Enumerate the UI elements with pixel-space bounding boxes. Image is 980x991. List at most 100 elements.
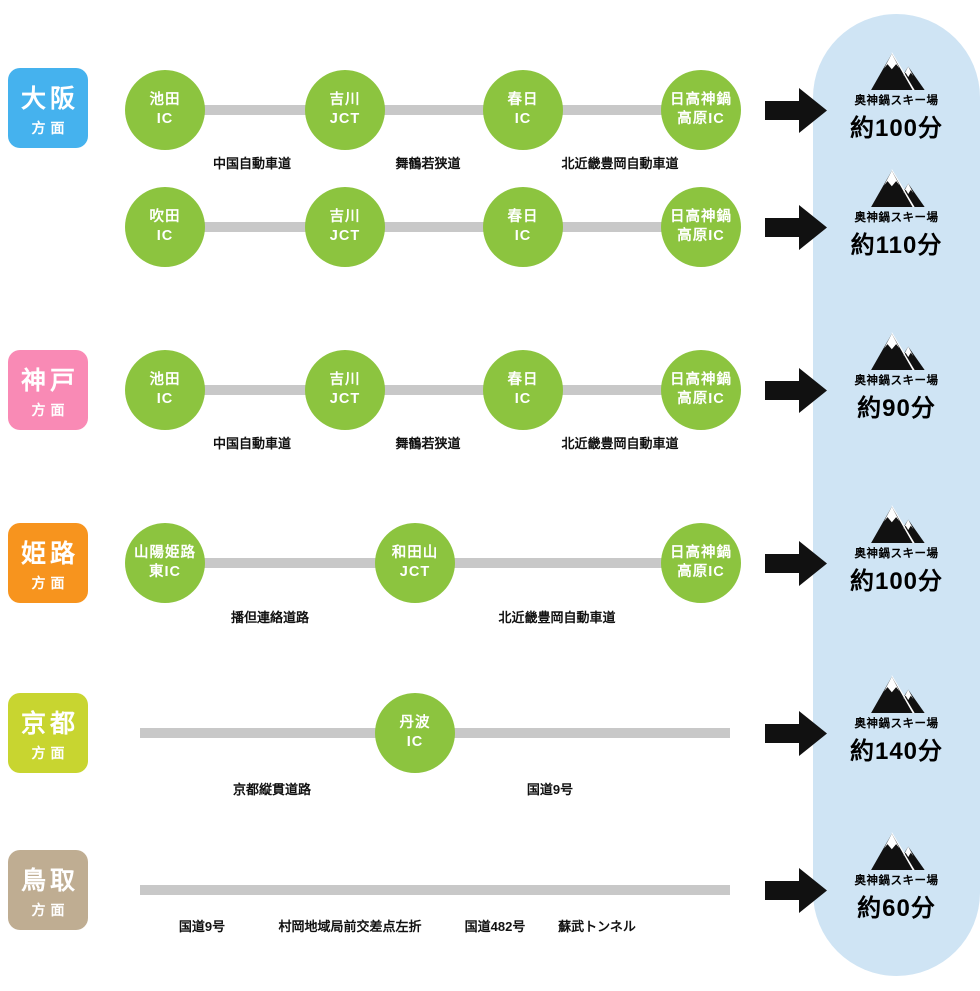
direction-title: 姫路: [20, 539, 79, 568]
mountain-icon: [870, 169, 925, 207]
direction-label-osaka: 大阪 方面: [8, 68, 88, 148]
road-label: 北近畿豊岡自動車道: [561, 156, 679, 171]
stop-circle: 春日 IC: [483, 70, 563, 150]
road-label: 中国自動車道: [212, 436, 292, 451]
destination-block: 奥神鍋スキー場 約100分: [813, 52, 980, 143]
direction-sub: 方面: [31, 901, 70, 918]
road-label: 北近畿豊岡自動車道: [561, 436, 679, 451]
stop-type: 高原IC: [677, 111, 725, 127]
stop-type: 高原IC: [677, 228, 725, 244]
stop-circle: 和田山 JCT: [375, 523, 455, 603]
direction-title: 鳥取: [20, 866, 79, 895]
stop-type: IC: [514, 111, 532, 127]
stop-type: 高原IC: [677, 391, 725, 407]
stop-name: 春日: [507, 92, 539, 109]
resort-name: 奥神鍋スキー場: [854, 375, 939, 387]
direction-title: 神戸: [20, 366, 79, 395]
road-label: 中国自動車道: [212, 156, 292, 171]
stop-type: JCT: [329, 228, 361, 244]
road-label: 国道9号: [178, 919, 226, 934]
destination-block: 奥神鍋スキー場 約110分: [813, 169, 980, 260]
stop-name: 吉川: [329, 372, 361, 389]
stop-name: 丹波: [399, 715, 431, 732]
direction-label-kobe: 神戸 方面: [8, 350, 88, 430]
destination-block: 奥神鍋スキー場 約140分: [813, 675, 980, 766]
road-label: 国道9号: [526, 782, 574, 797]
stop-type: IC: [156, 228, 174, 244]
stop-circle: 日高神鍋 高原IC: [661, 350, 741, 430]
mountain-icon: [870, 52, 925, 90]
stop-name: 春日: [507, 209, 539, 226]
destination-block: 奥神鍋スキー場 約90分: [813, 332, 980, 423]
road-label: 国道482号: [464, 919, 526, 934]
destination-block: 奥神鍋スキー場 約60分: [813, 832, 980, 923]
stop-circle: 吉川 JCT: [305, 187, 385, 267]
resort-name: 奥神鍋スキー場: [854, 95, 939, 107]
stop-name: 和田山: [391, 545, 439, 562]
route-line: [165, 222, 701, 232]
stop-circle: 春日 IC: [483, 187, 563, 267]
stop-circle: 丹波 IC: [375, 693, 455, 773]
stop-type: IC: [156, 391, 174, 407]
stop-circle: 日高神鍋 高原IC: [661, 70, 741, 150]
resort-name: 奥神鍋スキー場: [854, 548, 939, 560]
arrow-right-icon: [765, 868, 827, 913]
arrow-right-icon: [765, 205, 827, 250]
mountain-icon: [870, 832, 925, 870]
destination-block: 奥神鍋スキー場 約100分: [813, 505, 980, 596]
direction-sub: 方面: [31, 744, 70, 761]
resort-name: 奥神鍋スキー場: [854, 875, 939, 887]
travel-time: 約90分: [857, 395, 936, 422]
stop-type: JCT: [329, 111, 361, 127]
stop-name: 山陽姫路: [134, 545, 196, 562]
stop-name: 日高神鍋: [670, 545, 732, 562]
direction-label-kyoto: 京都 方面: [8, 693, 88, 773]
stop-type: 高原IC: [677, 564, 725, 580]
time-panel: [813, 14, 980, 976]
stop-name: 吉川: [329, 92, 361, 109]
travel-time: 約60分: [857, 895, 936, 922]
stop-circle: 池田 IC: [125, 350, 205, 430]
stop-circle: 日高神鍋 高原IC: [661, 523, 741, 603]
road-label: 播但連絡道路: [230, 610, 310, 625]
arrow-right-icon: [765, 541, 827, 586]
stop-circle: 吉川 JCT: [305, 350, 385, 430]
stop-type: JCT: [329, 391, 361, 407]
direction-title: 京都: [20, 709, 79, 738]
stop-name: 日高神鍋: [670, 92, 732, 109]
travel-time: 約110分: [850, 232, 943, 259]
stop-circle: 日高神鍋 高原IC: [661, 187, 741, 267]
stop-circle: 春日 IC: [483, 350, 563, 430]
stop-name: 吹田: [149, 209, 181, 226]
road-label: 蘇武トンネル: [558, 919, 636, 934]
stop-type: 東IC: [149, 564, 181, 580]
stop-name: 池田: [149, 92, 181, 109]
resort-name: 奥神鍋スキー場: [854, 718, 939, 730]
stop-circle: 山陽姫路 東IC: [125, 523, 205, 603]
stop-type: JCT: [399, 564, 431, 580]
stop-name: 日高神鍋: [670, 209, 732, 226]
route-line: [165, 105, 701, 115]
arrow-right-icon: [765, 368, 827, 413]
resort-name: 奥神鍋スキー場: [854, 212, 939, 224]
travel-time: 約100分: [849, 115, 944, 142]
stop-name: 池田: [149, 372, 181, 389]
travel-time: 約100分: [849, 568, 944, 595]
road-label: 京都縦貫道路: [232, 782, 312, 797]
road-label: 舞鶴若狭道: [395, 436, 461, 451]
stop-type: IC: [156, 111, 174, 127]
stop-type: IC: [406, 734, 424, 750]
direction-label-tottori: 鳥取 方面: [8, 850, 88, 930]
stop-type: IC: [514, 391, 532, 407]
stop-circle: 吉川 JCT: [305, 70, 385, 150]
direction-sub: 方面: [31, 574, 70, 591]
stop-type: IC: [514, 228, 532, 244]
road-label: 北近畿豊岡自動車道: [498, 610, 616, 625]
direction-title: 大阪: [20, 84, 79, 113]
direction-sub: 方面: [31, 401, 70, 418]
arrow-right-icon: [765, 88, 827, 133]
route-line: [165, 385, 701, 395]
mountain-icon: [870, 675, 925, 713]
stop-circle: 吹田 IC: [125, 187, 205, 267]
